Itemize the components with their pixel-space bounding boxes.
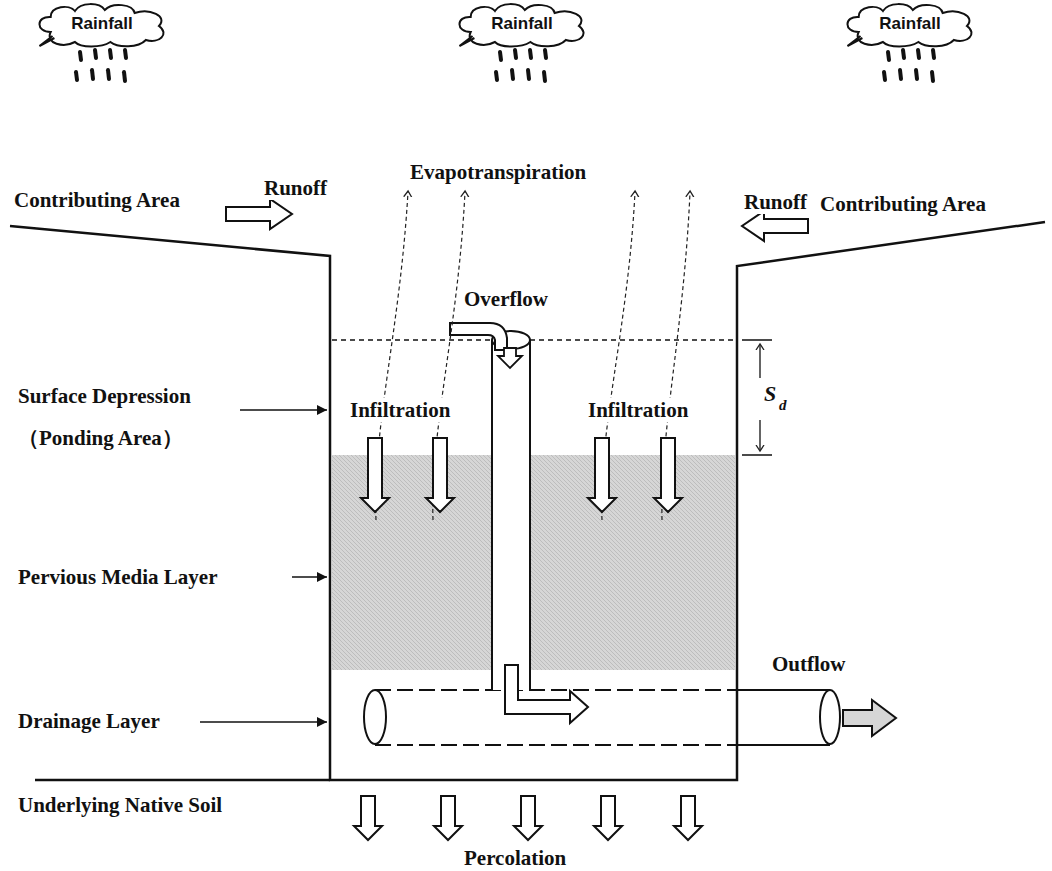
rain-drop — [124, 72, 125, 81]
text-label: Contributing Area — [12, 188, 182, 212]
flow-arrow — [354, 796, 382, 840]
text-label: Pervious Media Layer — [16, 565, 219, 589]
text-label: Infiltration — [348, 398, 452, 422]
rain-drop — [110, 50, 111, 58]
rain-drop — [884, 72, 885, 80]
text-label: Surface Depression — [16, 384, 193, 408]
text-label: Drainage Layer — [16, 709, 162, 733]
rain-drop — [900, 70, 901, 79]
text-label: Evapotranspiration — [408, 160, 588, 184]
rain-drop — [545, 50, 546, 58]
rain-drop — [92, 70, 93, 79]
text-label: S — [764, 381, 776, 406]
rain-drop — [932, 72, 933, 81]
text-label: Infiltration — [586, 398, 690, 422]
flow-arrow — [588, 438, 616, 512]
rain-drop — [528, 70, 529, 79]
rain-drop — [933, 50, 934, 58]
rain-drop — [903, 50, 904, 58]
flow-arrow — [434, 796, 462, 840]
flow-arrow — [361, 438, 389, 512]
text-label: Contributing Area — [818, 192, 988, 216]
rain-drop — [496, 72, 497, 80]
rain-drop — [916, 70, 917, 79]
text-label: Underlying Native Soil — [16, 793, 224, 817]
rain-drop — [918, 50, 919, 58]
rain-drop — [125, 50, 126, 58]
flow-arrow — [674, 796, 702, 840]
rain-drop — [888, 52, 889, 60]
text-label: Overflow — [462, 287, 550, 311]
text-label: Percolation — [462, 846, 568, 870]
flow-arrow — [514, 796, 542, 840]
text-label: Outflow — [770, 652, 848, 676]
rain-cloud: Rainfall — [32, 2, 172, 48]
rain-drop — [80, 52, 81, 60]
rain-drop — [500, 52, 501, 60]
rain-drop — [530, 50, 531, 58]
cloud-label: Rainfall — [32, 2, 172, 34]
flow-arrow — [594, 796, 622, 840]
rain-drop — [108, 70, 109, 79]
cloud-label: Rainfall — [840, 2, 980, 34]
rain-drop — [95, 50, 96, 58]
rain-drop — [544, 72, 545, 81]
flow-arrow — [654, 438, 682, 512]
text-label: Runoff — [262, 176, 329, 200]
text-label: d — [779, 397, 787, 414]
rain-drop — [512, 70, 513, 79]
rain-cloud: Rainfall — [452, 2, 592, 48]
text-label: （Ponding Area） — [16, 426, 185, 450]
rain-drop — [515, 50, 516, 58]
rain-drop — [76, 72, 77, 80]
flow-arrow — [426, 438, 454, 512]
cloud-label: Rainfall — [452, 2, 592, 34]
rain-cloud: Rainfall — [840, 2, 980, 48]
text-label: Runoff — [742, 190, 809, 214]
